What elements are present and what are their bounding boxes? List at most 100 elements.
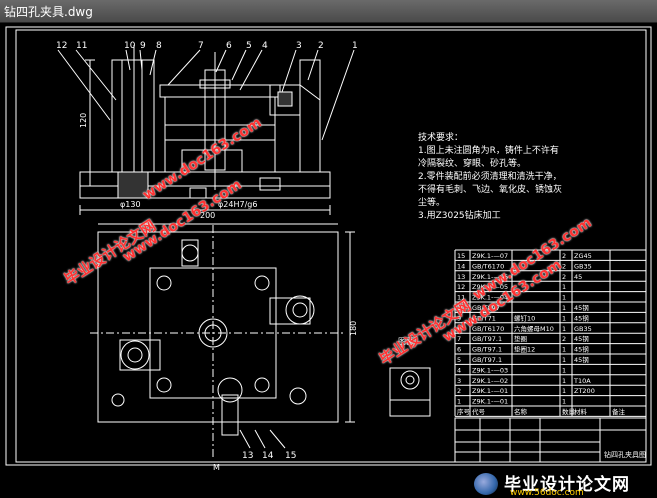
section-label: 图面: [398, 337, 414, 346]
bom-cell: 2: [562, 252, 566, 260]
tech-note-1: 1.图上未注圆角为R，铸件上不许有: [418, 146, 559, 156]
tech-notes-heading: 技术要求：: [418, 133, 464, 143]
bom-cell: 13: [457, 273, 465, 281]
footer-name: 毕业设计论文网: [504, 475, 630, 495]
bom-cell: GB/T6170: [472, 325, 504, 333]
bom-cell: 1: [562, 314, 566, 322]
bom-cell: 1: [562, 377, 566, 385]
callout-number: 5: [246, 41, 252, 51]
callout-number: 4: [262, 41, 268, 51]
bom-cell: 14: [457, 262, 465, 270]
bom-cell: GB35: [574, 262, 592, 270]
bom-cell: 2: [457, 387, 461, 395]
bom-header-cell: 序号: [457, 407, 471, 416]
bom-cell: 1: [562, 387, 566, 395]
drawing-border: [15, 29, 647, 463]
dim-180: 180: [349, 321, 358, 336]
front-view: [79, 45, 331, 215]
bom-cell: ZT200: [574, 387, 595, 395]
bom-header-cell: 数量: [562, 407, 576, 416]
bom-cell: 1: [562, 294, 566, 302]
bom-cell: 9: [457, 314, 461, 322]
footer-logo: 毕业设计论文网 www.56doc.com: [470, 470, 657, 498]
bom-header-cell: 备注: [612, 407, 626, 416]
bom-cell: 螺钉10: [514, 313, 535, 322]
plan-view: [90, 223, 355, 460]
callout-number: 8: [156, 41, 162, 51]
callout-number: 1: [352, 41, 358, 51]
bom-cell: Z9K.1-—01: [472, 387, 508, 395]
callout-number: 2: [318, 41, 324, 51]
dim-fit: φ24H7/g6: [218, 200, 257, 209]
bom-header-cell: 代号: [472, 407, 486, 416]
bom-cell: Z9K.1-—05: [472, 283, 508, 291]
bom-cell: 4: [457, 366, 461, 374]
bom-cell: 45钢: [574, 314, 589, 322]
bom-header-cell: 材料: [574, 407, 588, 416]
bom-cell: 垫圈: [514, 334, 527, 343]
bom-cell: 3: [457, 377, 461, 385]
bom-header-cell: 名称: [514, 407, 528, 416]
tech-note-6: 3.用Z3025钻床加工: [418, 211, 501, 221]
bom-cell: Z9K.1-—06: [472, 273, 508, 281]
bom-cell: GB35: [574, 325, 592, 333]
callout-number: 15: [285, 451, 296, 461]
detail-view: [389, 367, 431, 417]
bom-cell: 45钢: [574, 346, 589, 354]
callout-number: 10: [124, 41, 136, 51]
bom-cell: 垫圈12: [514, 345, 535, 354]
bom-cell: 1: [562, 346, 566, 354]
bom-cell: Z9K.1-—03: [472, 366, 508, 374]
bom-cell: 45钢: [574, 335, 589, 343]
callout-number: 6: [226, 41, 232, 51]
footer-url: www.56doc.com: [510, 488, 584, 498]
bom-cell: 1: [562, 304, 566, 312]
drawing-frame: [5, 26, 652, 466]
callout-leaders-top: [57, 49, 355, 141]
callout-number: 7: [198, 41, 204, 51]
bom-cell: Z9K.1-—02: [472, 377, 508, 385]
bom-cell: 1: [562, 398, 566, 406]
bom-cell: 1: [562, 283, 566, 291]
bom-header: 序号代号 名称 数量材料 备注: [457, 407, 626, 416]
bom-cell: 45钢: [574, 304, 589, 312]
bom-cell: 10: [457, 304, 465, 312]
tech-note-2: 冷隔裂纹、穿眼、砂孔等。: [418, 159, 527, 169]
tech-note-4: 不得有毛刺、飞边、氧化皮、锈蚀灰: [418, 185, 563, 195]
bom-cell: 5: [457, 356, 461, 364]
bom-cell: Z9K.1-—04: [472, 294, 508, 302]
bom-cell: 六角螺母M10: [514, 324, 554, 333]
dim-phi: φ130: [120, 200, 141, 209]
bom-cell: 2: [562, 335, 566, 343]
callout-number: 3: [296, 41, 302, 51]
callout-number: 11: [76, 41, 87, 51]
bom-cell: 1: [562, 356, 566, 364]
logo-disc-icon: [474, 473, 498, 495]
bom-cell: 1: [457, 398, 461, 406]
dim-200: 200: [200, 211, 215, 220]
bom-cell: GB/T71: [472, 314, 496, 322]
callout-number: 12: [56, 41, 67, 51]
bom-cell: 8: [457, 325, 461, 333]
bom-cell: 45: [574, 273, 582, 281]
bom-cell: 1: [562, 366, 566, 374]
bom-cell: 2: [562, 262, 566, 270]
bom-cell: Z9K.1-—01: [472, 398, 508, 406]
bom-cell: T10A: [573, 377, 591, 385]
bom-cell: GB/T97.1: [472, 346, 502, 354]
title-block: [454, 417, 647, 463]
bom-cell: ZG45: [574, 252, 592, 260]
bom-cell: 12: [457, 283, 465, 291]
bom-cell: 15: [457, 252, 465, 260]
title-block-name: 钻四孔夹具图: [604, 450, 646, 459]
tech-note-3: 2.零件装配前必须清理和清洗干净，: [418, 172, 562, 182]
window-title: 钻四孔夹具.dwg: [4, 5, 93, 19]
bom-cell: 6: [457, 346, 461, 354]
callout-number: 14: [262, 451, 274, 461]
title-bar: 钻四孔夹具.dwg: [0, 0, 657, 23]
